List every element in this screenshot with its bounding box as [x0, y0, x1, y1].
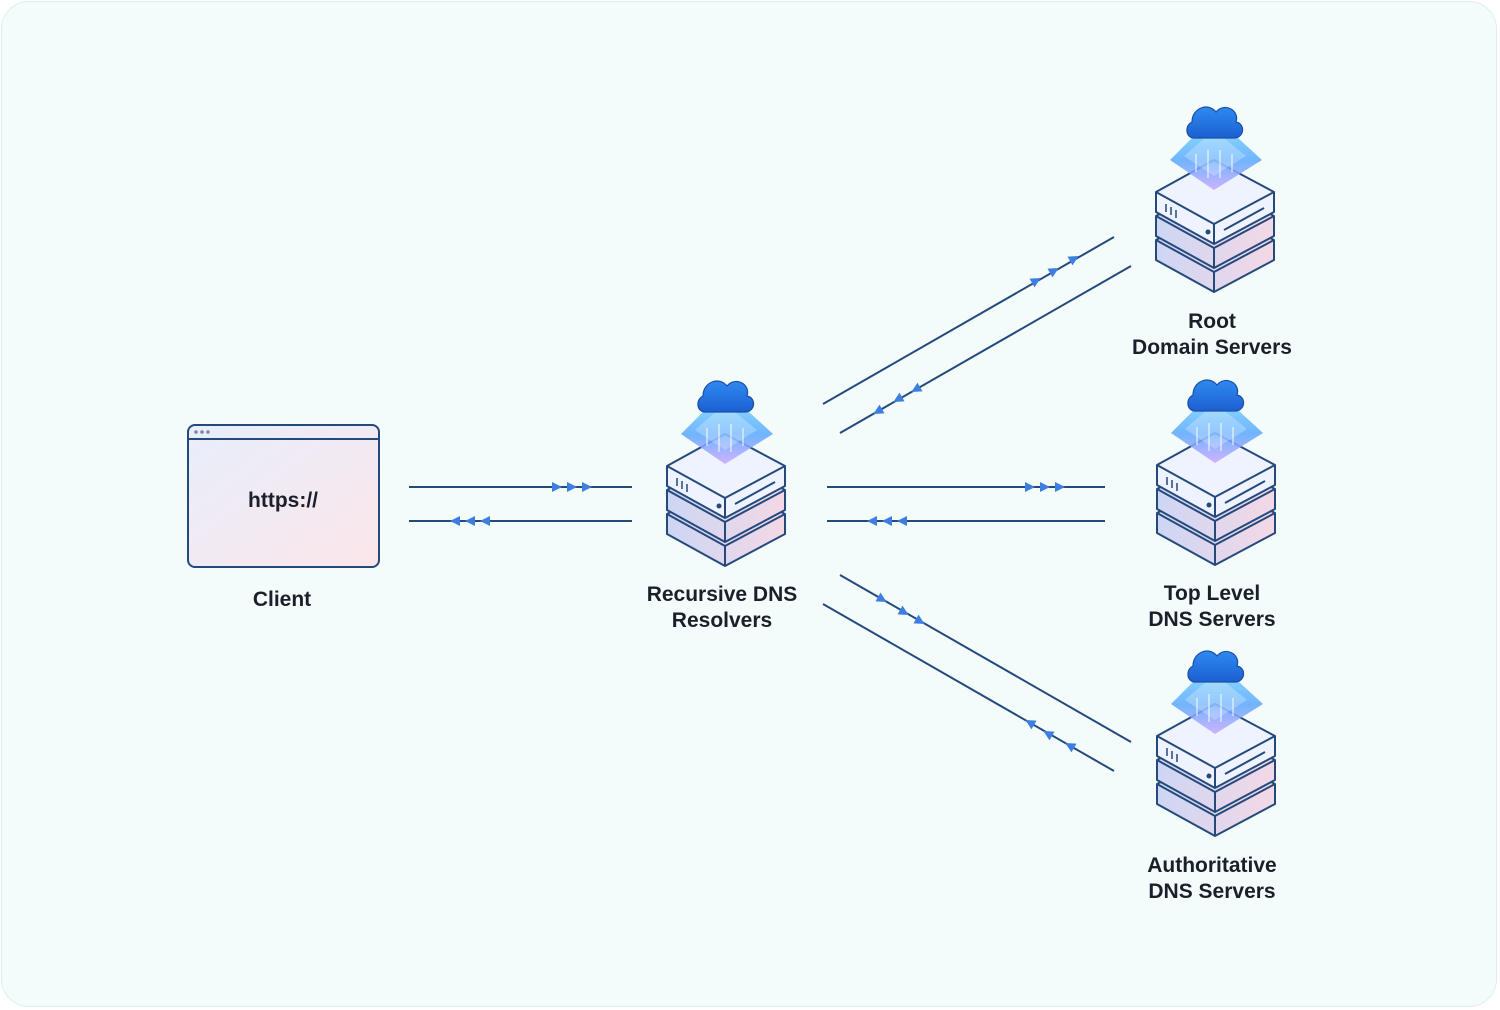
arrow-up-left-icon	[1022, 715, 1037, 730]
client-url-text: https://	[248, 489, 318, 512]
root-label-line2: Domain Servers	[1132, 336, 1292, 359]
arrow-up-left-icon	[1040, 726, 1055, 741]
root-server-icon	[1155, 106, 1275, 293]
arrow-right-icon	[1040, 482, 1050, 492]
authoritative-label-line2: DNS Servers	[1148, 880, 1276, 903]
client-label-text: Client	[252, 588, 312, 611]
resolver-to-authoritative-line	[839, 574, 1132, 743]
tld-label: Top Level DNS Servers	[1102, 581, 1322, 633]
authoritative-server-icon	[1156, 650, 1276, 837]
arrow-down-right-icon	[913, 614, 928, 629]
authoritative-label: Authoritative DNS Servers	[1102, 853, 1322, 905]
browser-window-icon	[187, 424, 380, 568]
arrow-up-left-icon	[1062, 738, 1077, 753]
resolver-to-root-line	[822, 236, 1115, 405]
tld-label-line1: Top Level	[1163, 582, 1261, 605]
arrow-left-icon	[450, 516, 460, 526]
authoritative-label-line1: Authoritative	[1147, 854, 1277, 877]
arrow-left-icon	[465, 516, 475, 526]
resolver-label: Recursive DNS Resolvers	[622, 582, 822, 634]
arrow-left-icon	[867, 516, 877, 526]
root-to-resolver-line	[839, 265, 1132, 434]
arrow-down-right-icon	[897, 605, 912, 620]
arrow-right-icon	[1055, 482, 1065, 492]
arrow-left-icon	[882, 516, 892, 526]
arrow-right-icon	[567, 482, 577, 492]
arrow-left-icon	[897, 516, 907, 526]
connector-lines	[409, 236, 1132, 772]
resolver-label-line1: Recursive DNS	[646, 583, 798, 606]
arrow-down-right-icon	[875, 592, 890, 607]
resolver-server-icon	[666, 380, 786, 567]
resolver-label-line2: Resolvers	[671, 609, 773, 632]
arrow-right-icon	[1025, 482, 1035, 492]
tld-label-line2: DNS Servers	[1148, 608, 1276, 631]
root-label: Root Domain Servers	[1102, 309, 1322, 361]
arrow-down-left-icon	[890, 392, 905, 407]
arrow-up-right-icon	[1047, 263, 1062, 278]
arrow-left-icon	[480, 516, 490, 526]
arrow-right-icon	[582, 482, 592, 492]
client-label: Client	[182, 587, 382, 613]
arrow-down-left-icon	[908, 382, 923, 397]
arrow-right-icon	[552, 482, 562, 492]
root-label-line1: Root	[1188, 310, 1236, 333]
tld-server-icon	[1156, 379, 1276, 566]
arrow-down-left-icon	[870, 404, 885, 419]
